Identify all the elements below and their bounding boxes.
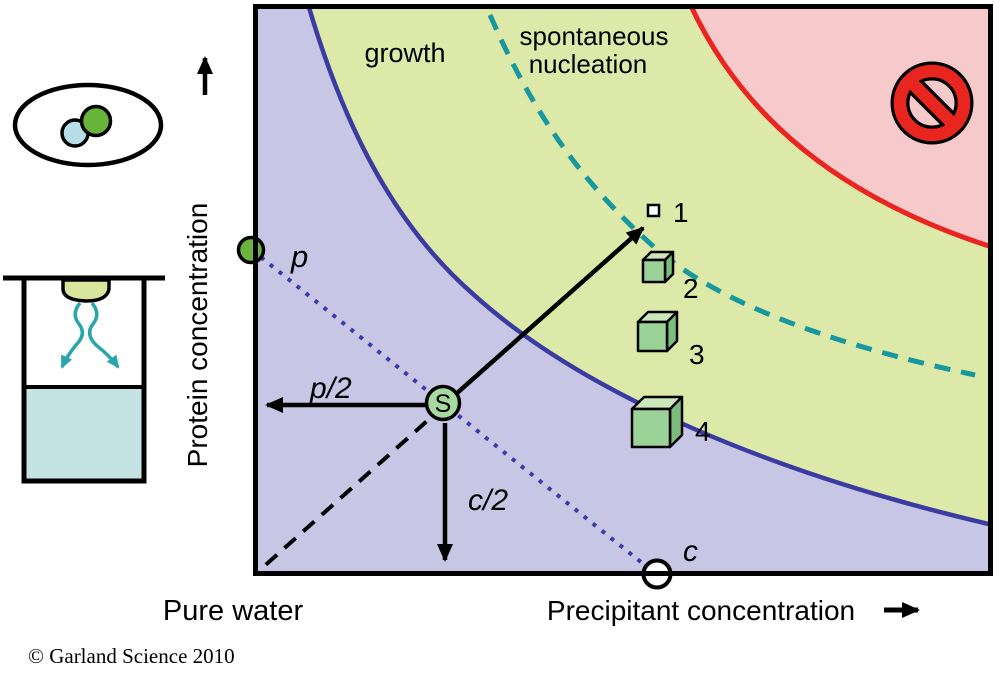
nucleation-label-line1: spontaneous: [520, 21, 669, 51]
crystal-3-label: 3: [689, 339, 705, 370]
trajectory-arrow: [454, 226, 645, 396]
growth-region-label: growth: [364, 38, 445, 68]
crystal-cube-large-icon: [630, 395, 684, 449]
crystal-1-label: 1: [673, 197, 689, 228]
protein-molecule-icon: [79, 104, 113, 138]
spontaneous-nucleation-curve: [487, 14, 976, 378]
p-label: p: [290, 239, 308, 274]
vapor-arrow-right: [87, 301, 120, 369]
crystal-nucleus-icon: [646, 203, 661, 218]
nucleation-label-line2: nucleation: [529, 49, 648, 79]
vapor-diffusion-inset: [3, 275, 165, 484]
plot-area: growth spontaneous nucleation 1 2 3 4 p: [236, 4, 993, 590]
crystal-cube-medium-icon: [636, 310, 679, 353]
crystal-cube-small-icon: [641, 250, 675, 284]
no-symbol-icon: [890, 61, 974, 145]
crystal-4-label: 4: [695, 416, 711, 447]
crystal-2-label: 2: [683, 273, 699, 304]
y-axis-label: Protein concentration: [182, 203, 213, 468]
protein-concentration-dot: [236, 235, 266, 265]
origin-dashed-line: [259, 403, 447, 571]
reservoir-liquid: [26, 388, 142, 479]
origin-label: Pure water: [163, 595, 304, 627]
vapor-arrow-left: [60, 301, 85, 369]
x-axis-label: Precipitant concentration: [547, 595, 855, 626]
p-half-label: p/2: [309, 372, 352, 405]
start-point-circle: [424, 384, 462, 422]
start-point-label: S: [435, 390, 452, 418]
c-half-label: c/2: [468, 484, 508, 517]
plot-border: [253, 4, 993, 576]
precipitation-boundary-curve: [687, 4, 993, 250]
drop-contents-inset: [12, 82, 164, 168]
copyright-notice: © Garland Science 2010: [28, 644, 235, 668]
c-label: c: [683, 535, 698, 568]
solubility-curve: [305, 4, 993, 528]
hanging-drop-icon: [61, 278, 111, 303]
